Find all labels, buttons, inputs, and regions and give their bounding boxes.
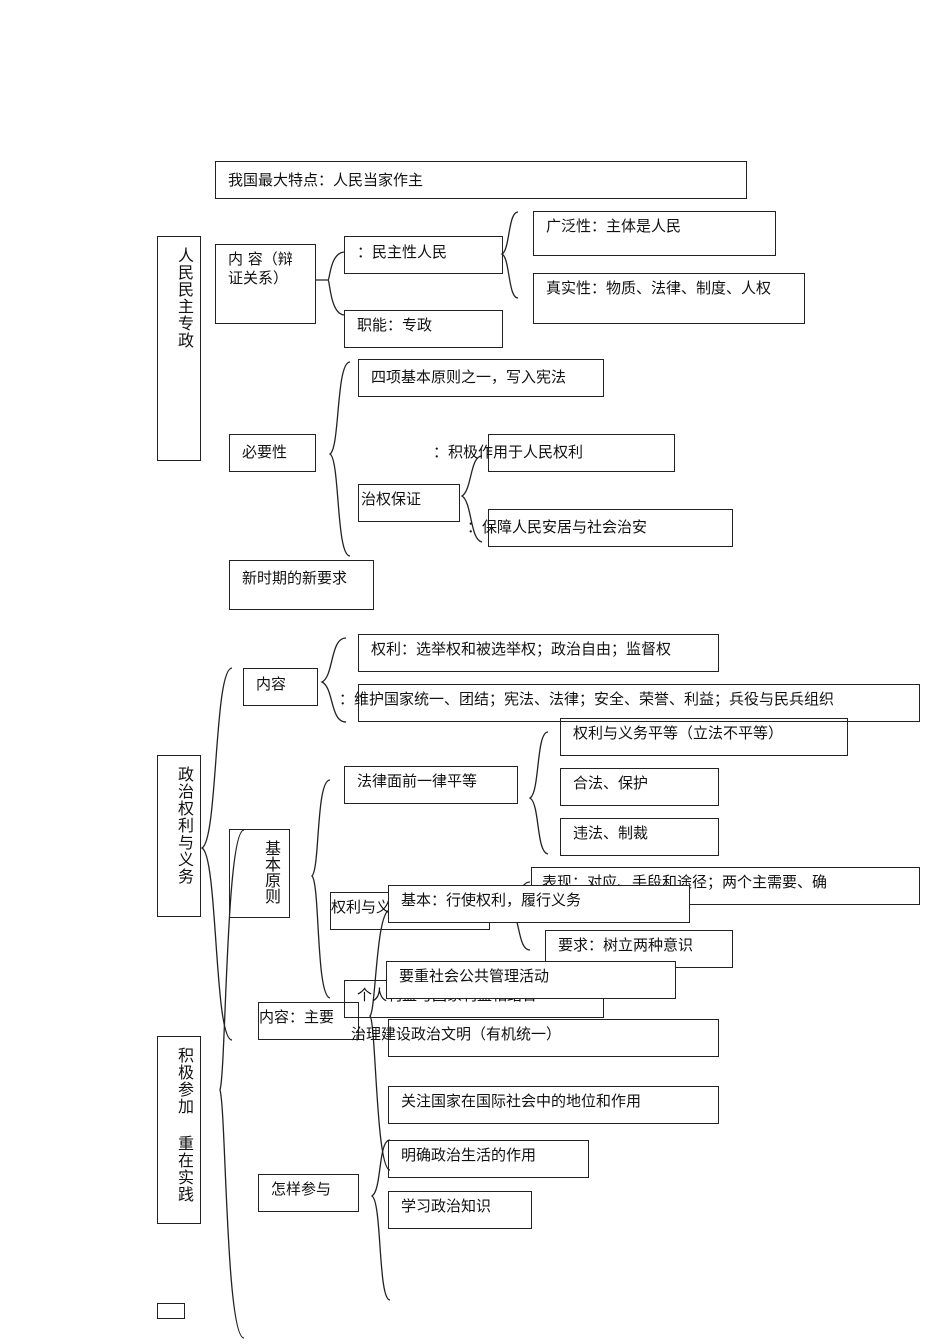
- duties-text: ：维护国家统一、团结；宪法、法律；安全、荣誉、利益；兵役与民兵组织: [339, 690, 835, 708]
- section-title-rights: 政治权利与义务: [157, 755, 201, 917]
- eq3-box: 违法、制裁: [560, 818, 719, 856]
- brace-equality: [528, 731, 549, 855]
- brace-section3: [219, 829, 245, 1339]
- international-box: 关注国家在国际社会中的地位和作用: [388, 1086, 719, 1124]
- s3-content-box: 内容：主要: [258, 1002, 359, 1040]
- clarify-box: 明确政治生活的作用: [388, 1140, 589, 1178]
- brace-section3-content: [369, 909, 391, 1171]
- rights-box: 权利：选举权和被选举权；政治自由；监督权: [358, 634, 719, 672]
- content-box: 内 容（辩证关系）: [215, 244, 316, 324]
- guarantee-b-text: ：保障人民安居与社会治安: [467, 518, 648, 536]
- eq2-box: 合法、保护: [560, 768, 719, 806]
- brace-guarantee: [460, 455, 483, 543]
- brace-necessity: [328, 361, 351, 557]
- eq1-box: 权利与义务平等（立法不平等）: [560, 718, 848, 756]
- brace-content: [316, 251, 346, 316]
- politics-box: 治理建设政治文明（有机统一）: [351, 1019, 719, 1057]
- principle-box: 四项基本原则之一，写入宪法: [358, 359, 604, 397]
- guarantee-b-box: ：保障人民安居与社会治安: [467, 509, 733, 547]
- guarantee-a-box: ：积极作用于人民权利: [433, 434, 675, 472]
- brace-section2: [200, 667, 233, 1041]
- real-box: 真实性：物质、法律、制度、人权: [533, 273, 805, 324]
- brace-section2-content: [320, 637, 347, 723]
- broad-box: 广泛性：主体是人民: [533, 211, 776, 256]
- how-box: 怎样参与: [258, 1174, 359, 1212]
- brace-principles: [311, 779, 331, 999]
- politics-text: 治理建设政治文明（有机统一）: [351, 1025, 562, 1043]
- democracy-box: ：民主性人民: [344, 236, 503, 274]
- duties-box: ：维护国家统一、团结；宪法、法律；安全、荣誉、利益；兵役与民兵组织: [339, 684, 920, 722]
- section-title-dictatorship: 人民民主专政: [157, 236, 201, 461]
- new-req-box: 新时期的新要求: [229, 560, 374, 610]
- equality-box: 法律面前一律平等: [344, 766, 518, 804]
- section-title-practice: 积极参加 重在实践: [157, 1036, 201, 1224]
- necessity-box: 必要性: [229, 434, 316, 472]
- dictatorship-box: 职能：专政: [344, 310, 503, 348]
- unity-basic-box: 基本：行使权利，履行义务: [388, 885, 690, 923]
- public-box: 要重社会公共管理活动: [386, 961, 676, 999]
- guarantee-a-text: ：积极作用于人民权利: [433, 443, 584, 461]
- learn-box: 学习政治知识: [388, 1191, 532, 1229]
- brace-section3-how: [370, 1139, 391, 1301]
- brace-democracy: [500, 211, 519, 299]
- principles-box: 基本原则: [229, 829, 290, 918]
- feature-box: 我国最大特点：人民当家作主: [215, 161, 747, 199]
- guarantee-box: 治权保证: [358, 484, 460, 522]
- rights-content-box: 内容: [243, 668, 318, 706]
- small-empty-box: [157, 1303, 185, 1319]
